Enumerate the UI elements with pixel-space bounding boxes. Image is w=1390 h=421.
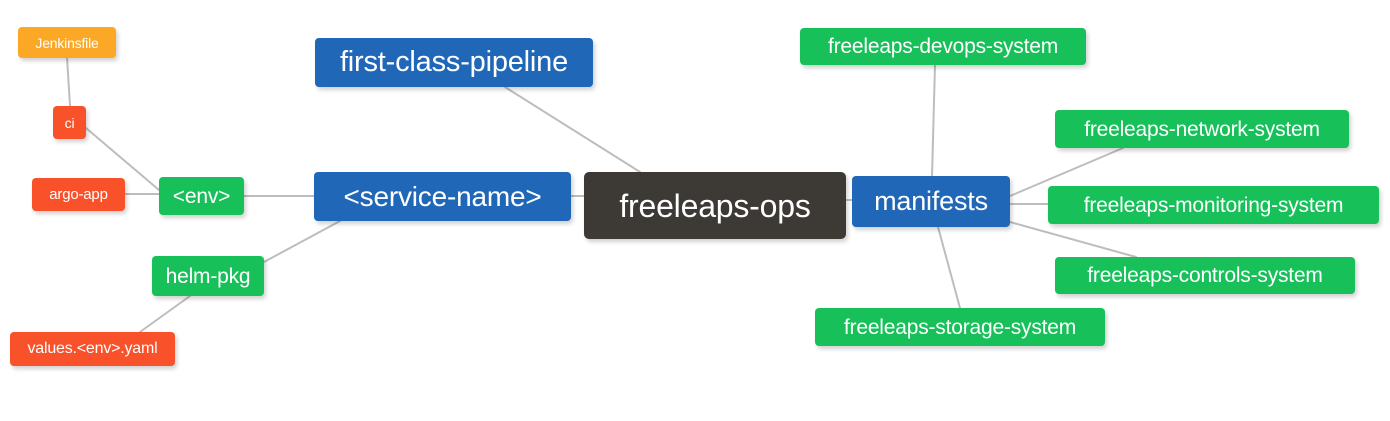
node-label: Jenkinsfile [35, 34, 99, 51]
node-label: values.<env>.yaml [27, 340, 158, 357]
edge-first-class-pipeline-to-freeleaps-ops [504, 86, 641, 173]
edge-manifests-to-freeleaps-controls-system [1009, 221, 1137, 258]
node-label: freeleaps-network-system [1084, 117, 1320, 141]
edge-manifests-to-freeleaps-devops-system [931, 64, 936, 177]
edge-helm-pkg-to-service-name [263, 220, 341, 263]
node-label: freeleaps-controls-system [1087, 264, 1323, 287]
node-label: freeleaps-ops [619, 187, 811, 224]
node-label: helm-pkg [165, 264, 251, 288]
node-argo-app[interactable]: argo-app [32, 178, 125, 211]
node-freeleaps-storage-system[interactable]: freeleaps-storage-system [815, 308, 1105, 346]
node-label: freeleaps-devops-system [828, 35, 1058, 58]
node-label: first-class-pipeline [339, 46, 569, 78]
node-freeleaps-ops[interactable]: freeleaps-ops [584, 172, 846, 239]
node-helm-pkg[interactable]: helm-pkg [152, 256, 264, 296]
node-label: argo-app [49, 186, 108, 203]
node-service-name[interactable]: <service-name> [314, 172, 571, 221]
node-label: freeleaps-monitoring-system [1083, 193, 1344, 217]
node-label: manifests [874, 186, 988, 216]
node-label: freeleaps-storage-system [843, 315, 1077, 339]
node-env[interactable]: <env> [159, 177, 244, 215]
node-values-yaml[interactable]: values.<env>.yaml [10, 332, 175, 366]
node-label: <env> [172, 184, 231, 208]
edge-values-yaml-to-helm-pkg [139, 295, 191, 333]
node-freeleaps-controls-system[interactable]: freeleaps-controls-system [1055, 257, 1355, 294]
node-manifests[interactable]: manifests [852, 176, 1010, 227]
edge-manifests-to-freeleaps-storage-system [937, 226, 961, 309]
node-label: ci [64, 114, 75, 131]
node-freeleaps-devops-system[interactable]: freeleaps-devops-system [800, 28, 1086, 65]
edge-jenkinsfile-to-ci [66, 56, 71, 107]
node-freeleaps-network-system[interactable]: freeleaps-network-system [1055, 110, 1349, 148]
node-label: <service-name> [343, 180, 542, 212]
node-freeleaps-monitoring-system[interactable]: freeleaps-monitoring-system [1048, 186, 1379, 224]
node-ci[interactable]: ci [53, 106, 86, 139]
node-first-class-pipeline[interactable]: first-class-pipeline [315, 38, 593, 87]
node-jenkinsfile[interactable]: Jenkinsfile [18, 27, 116, 58]
